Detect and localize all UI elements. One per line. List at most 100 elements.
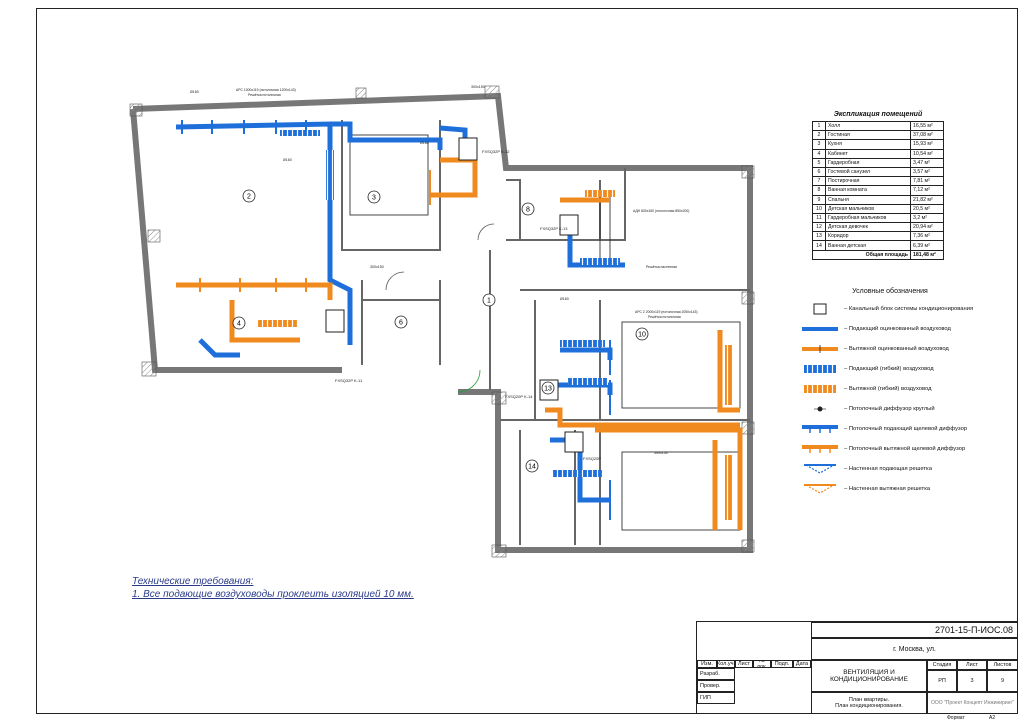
legend-row: – Настенная вытяжная решетка <box>800 479 980 499</box>
notes-line-1: 1. Все подающие воздуховоды проклеить из… <box>132 589 414 600</box>
room-area: 16,55 м² <box>910 120 944 132</box>
legend-label: – Вытяжной (гибкий) воздуховод <box>844 386 932 392</box>
exhaust-wall-grille-icon <box>800 482 840 496</box>
svg-text:4: 4 <box>237 321 241 328</box>
room-n: 1 <box>812 120 826 132</box>
room-marker-4: 4 <box>232 316 246 330</box>
svg-text:FXSQ20P K-14: FXSQ20P K-14 <box>505 394 533 399</box>
svg-text:Ø160: Ø160 <box>420 141 429 145</box>
legend-label: – Вытяжной оцинкованный воздуховод <box>844 346 949 352</box>
room-n: 8 <box>812 185 826 196</box>
legend-row: – Подающий оцинкованный воздуховод <box>800 319 980 339</box>
svg-text:300x150: 300x150 <box>471 85 485 89</box>
header-cell: Подп. <box>771 660 793 668</box>
legend-label: – Потолочный вытяжной щелевой диффузор <box>844 446 966 452</box>
room-name: Холл <box>825 120 911 132</box>
room-n: 13 <box>812 231 826 242</box>
room-name: Кабинет <box>825 148 911 159</box>
legend-label: – Потолочный диффузор круглый <box>844 406 935 412</box>
sheets-label: Листов <box>987 660 1018 670</box>
room-name: Гостиная <box>825 130 911 141</box>
legend-label: – Потолочный подающий щелевой диффузор <box>844 426 968 432</box>
legend-row: – Потолочный вытяжной щелевой диффузор <box>800 439 980 459</box>
svg-text:Решётка потолочная: Решётка потолочная <box>648 315 681 319</box>
svg-text:АДН 800x150 (потолочная 850x20: АДН 800x150 (потолочная 850x200) <box>633 209 689 213</box>
ac-units <box>325 137 584 453</box>
room-marker-3: 3 <box>367 190 381 204</box>
svg-text:14: 14 <box>528 464 536 471</box>
room-name: Спальня <box>825 194 911 205</box>
svg-text:300x150: 300x150 <box>370 265 384 269</box>
title-block: 2701-15-П-ИОС.08 г. Москва, ул. Изм. Кол… <box>696 621 1018 721</box>
header-cell: Изм. <box>697 660 717 668</box>
room-area: 7,36 м² <box>910 231 944 242</box>
room-name: Гардеробная <box>825 157 911 168</box>
round-diffuser-icon <box>800 402 840 416</box>
duct-labels: Ø160 Ø160 Ø160 Ø160 300x150 300x150 300x… <box>190 85 668 455</box>
svg-text:FXSQ32P K-11: FXSQ32P K-11 <box>335 378 363 383</box>
room-name: Детская девочек <box>825 222 911 233</box>
svg-text:13: 13 <box>544 386 552 393</box>
flex-exhaust-duct-icon <box>800 382 840 396</box>
svg-text:10: 10 <box>638 332 646 339</box>
exhaust-slot-diffuser-icon <box>800 442 840 456</box>
stage-label: Стадия <box>927 660 957 670</box>
legend-label: – Подающий (гибкий) воздуховод <box>844 366 934 372</box>
room-name: Коридор <box>825 231 911 242</box>
svg-text:FXSQ32P K-12: FXSQ32P K-12 <box>482 149 510 154</box>
svg-text:FXSQ32P K-13: FXSQ32P K-13 <box>540 226 568 231</box>
room-n: 3 <box>812 139 826 150</box>
legend-row: – Потолочный диффузор круглый <box>800 399 980 419</box>
exhaust-diffusers <box>199 170 431 292</box>
role-developer: Разраб. <box>697 668 735 680</box>
section-title: ВЕНТИЛЯЦИЯ И КОНДИЦИОНИРОВАНИЕ <box>811 660 927 692</box>
format-value: А2 <box>989 715 996 721</box>
document-code: 2701-15-П-ИОС.08 <box>811 622 1018 638</box>
grille-labels: АРС 1000x119 (потолочная 1200x143) Решёт… <box>236 88 698 319</box>
drawing-frame <box>36 8 1018 714</box>
room-name: Ванная детская <box>825 240 911 251</box>
equipment-tags: FXSQ32P K-12 FXSQ32P K-13 FXSQ32P K-11 F… <box>335 149 601 461</box>
flex-supply-duct-icon <box>800 362 840 376</box>
room-n: 10 <box>812 203 826 214</box>
supply-slot-diffuser-icon <box>800 422 840 436</box>
legend-row: – Вытяжной (гибкий) воздуховод <box>800 379 980 399</box>
legend-row: – Канальный блок системы кондиционирован… <box>800 299 980 319</box>
explication-title: Экспликация помещений <box>833 111 923 118</box>
legend-row: – Вытяжной оцинкованный воздуховод <box>800 339 980 359</box>
room-area: 3,47 м² <box>910 157 944 168</box>
svg-text:Решётка настенная: Решётка настенная <box>646 265 677 269</box>
room-n: 11 <box>812 212 826 224</box>
room-n: 6 <box>812 166 826 178</box>
room-n: 2 <box>812 130 826 141</box>
room-n: 7 <box>812 176 826 187</box>
room-n: 12 <box>812 222 826 233</box>
room-n: 14 <box>812 240 826 251</box>
header-cell: Лист <box>735 660 753 668</box>
explication-total-row: Общая площадь 181,48 м² <box>812 249 944 260</box>
room-marker-2: 2 <box>242 189 256 203</box>
exterior-walls <box>130 92 753 553</box>
room-area: 37,08 м² <box>910 130 944 141</box>
room-area: 15,93 м² <box>910 139 944 150</box>
room-area: 10,54 м² <box>910 148 944 159</box>
room-area: 20,94 м² <box>910 222 944 233</box>
svg-text:300x150: 300x150 <box>654 451 668 455</box>
room-name: Ванная комната <box>825 185 911 196</box>
room-area: 6,39 м² <box>910 240 944 251</box>
legend-label: – Подающий оцинкованный воздуховод <box>844 326 951 332</box>
room-markers: 1 2 3 4 6 8 10 13 14 <box>232 189 649 473</box>
legend-label: – Настенная вытяжная решетка <box>844 486 931 492</box>
svg-text:АРС 1000x119 (потолочная 1200x: АРС 1000x119 (потолочная 1200x143) <box>236 88 296 92</box>
role-checker: Провер. <box>697 680 735 692</box>
room-area: 7,12 м² <box>910 185 944 196</box>
